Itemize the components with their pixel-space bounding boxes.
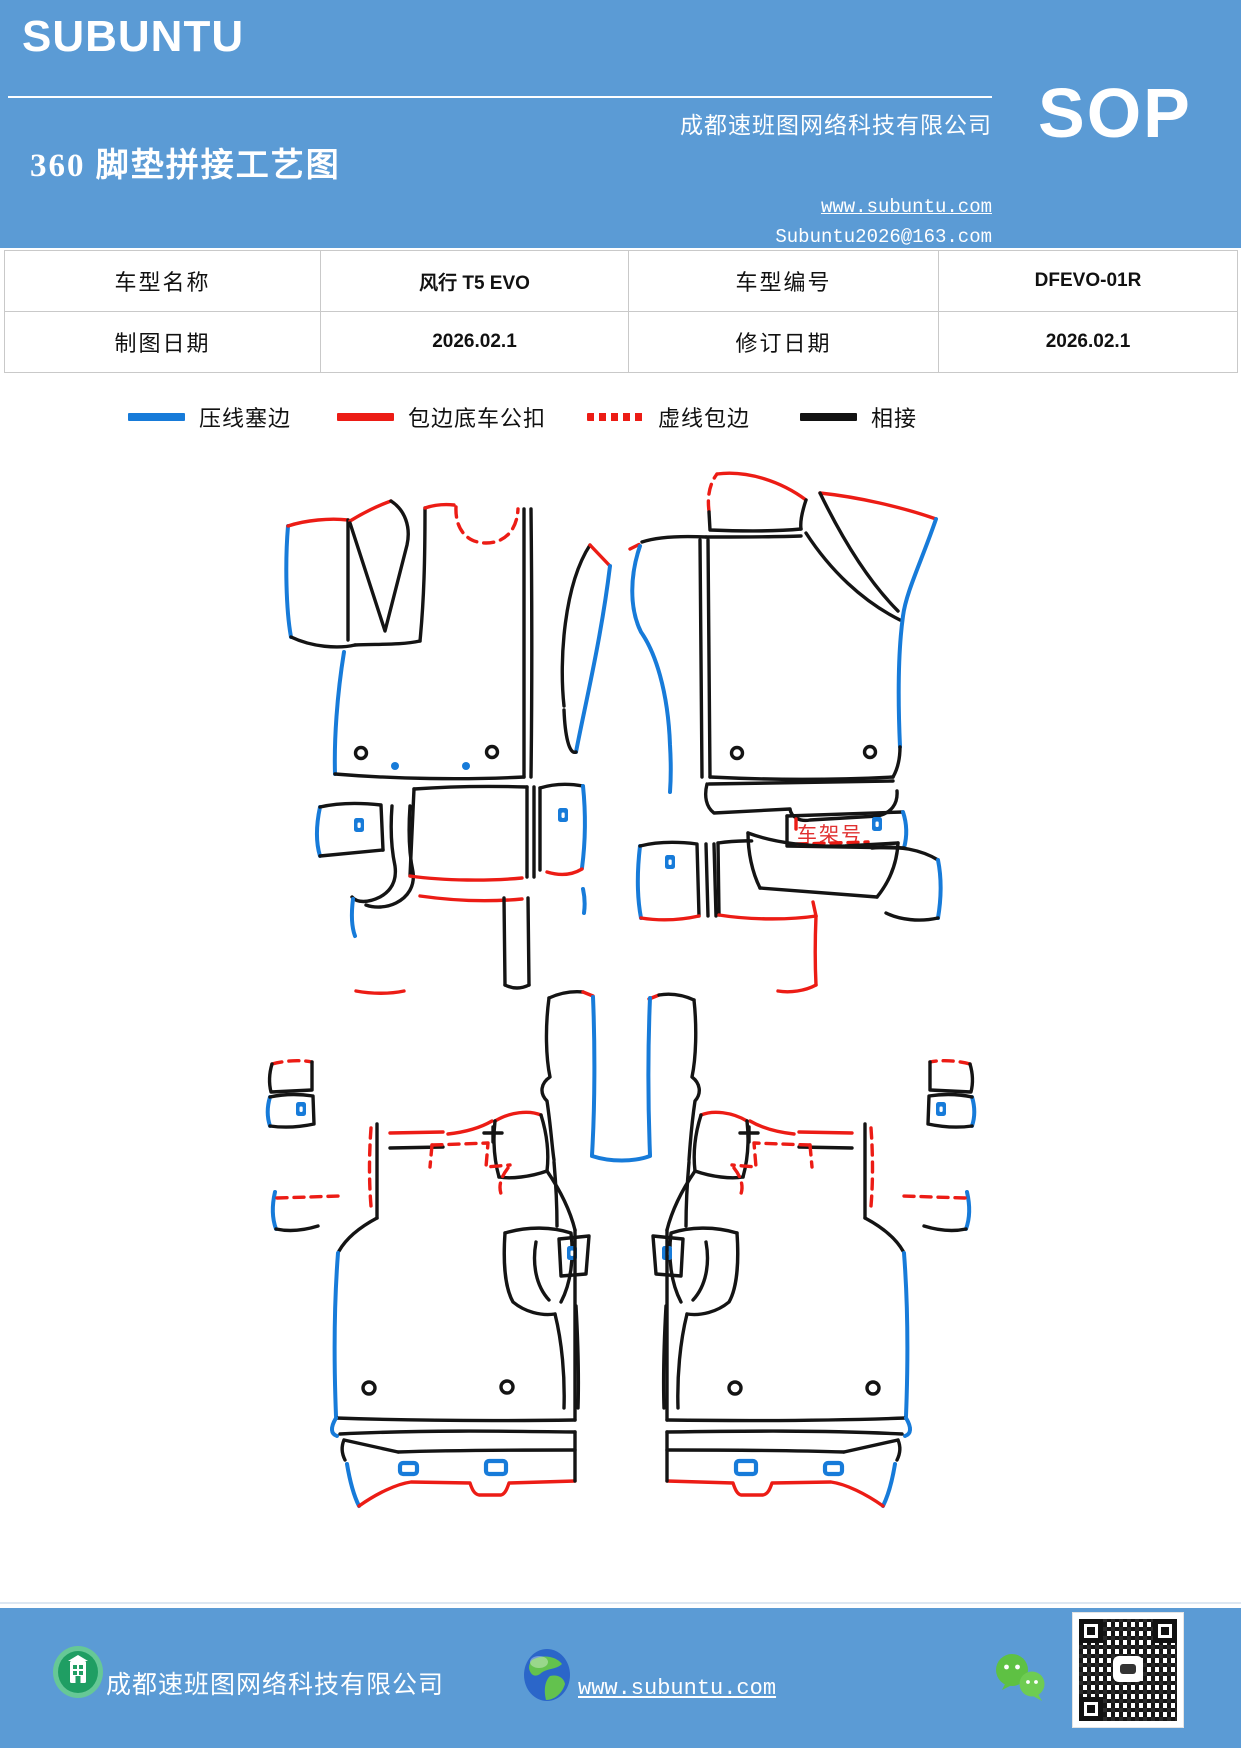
front-heel-and-vin-strip: 车架号	[704, 779, 909, 850]
qr-finder-top-right	[1153, 1619, 1177, 1643]
header-band: SUBUNTU 成都速班图网络科技有限公司 SOP 360 脚垫拼接工艺图 ww…	[0, 0, 1241, 248]
header-company-name: 成都速班图网络科技有限公司	[680, 113, 992, 138]
footer-company-name: 成都速班图网络科技有限公司	[106, 1672, 445, 1699]
mat-splice-diagram: 车架号	[265, 471, 977, 1508]
black-line-swatch	[800, 413, 857, 421]
draw-date-label: 制图日期	[4, 311, 321, 373]
front-left-strips	[315, 782, 587, 995]
rear-hook-pieces	[502, 1226, 740, 1410]
draw-date-value: 2026.02.1	[320, 311, 629, 373]
revise-date-value: 2026.02.1	[938, 311, 1238, 373]
model-name-value: 风行 T5 EVO	[320, 250, 629, 312]
blue-line-swatch	[128, 413, 185, 421]
footer-website-link[interactable]: www.subuntu.com	[578, 1676, 777, 1701]
model-name-label: 车型名称	[4, 250, 321, 312]
sop-badge: SOP	[1038, 74, 1192, 152]
brand-logo: SUBUNTU	[22, 12, 245, 61]
wechat-icon	[996, 1654, 1045, 1701]
front-right-mat	[628, 471, 938, 794]
qr-center-logo	[1115, 1658, 1141, 1680]
rear-center-tunnel	[540, 990, 701, 1228]
qr-finder-bottom-left	[1079, 1697, 1103, 1721]
page-title: 360 脚垫拼接工艺图	[30, 148, 341, 184]
legend-item-male-buckle: 包边底车公扣	[337, 400, 546, 434]
rear-right-mat	[665, 1058, 977, 1423]
rear-bottom-strips	[330, 1416, 912, 1508]
qr-code	[1072, 1612, 1184, 1728]
revise-date-label: 修订日期	[628, 311, 939, 373]
globe-icon	[524, 1649, 570, 1701]
qr-finder-top-left	[1079, 1619, 1103, 1643]
table-row: 车型名称 风行 T5 EVO 车型编号 DFEVO-01R	[4, 250, 1238, 312]
footer-divider	[0, 1602, 1241, 1604]
header-website-link[interactable]: www.subuntu.com	[820, 196, 992, 218]
legend-item-joint: 相接	[800, 400, 917, 434]
model-code-label: 车型编号	[628, 250, 939, 312]
header-email: Subuntu2026@163.com	[775, 226, 992, 248]
red-line-swatch	[337, 413, 394, 421]
front-right-strips	[635, 831, 943, 994]
front-left-mat	[284, 499, 612, 781]
model-code-value: DFEVO-01R	[938, 250, 1238, 312]
legend: 压线塞边 包边底车公扣 虚线包边 相接	[0, 400, 1241, 444]
vehicle-info-table: 车型名称 风行 T5 EVO 车型编号 DFEVO-01R 制图日期 2026.…	[4, 250, 1238, 373]
table-row: 制图日期 2026.02.1 修订日期 2026.02.1	[4, 311, 1238, 373]
header-divider	[8, 96, 992, 98]
vin-label: 车架号	[797, 823, 863, 846]
rear-left-mat	[265, 1058, 577, 1423]
red-dashed-swatch	[587, 413, 644, 421]
building-icon	[53, 1646, 103, 1698]
legend-item-dashed-binding: 虚线包边	[587, 400, 750, 434]
legend-item-press-edge: 压线塞边	[128, 400, 291, 434]
